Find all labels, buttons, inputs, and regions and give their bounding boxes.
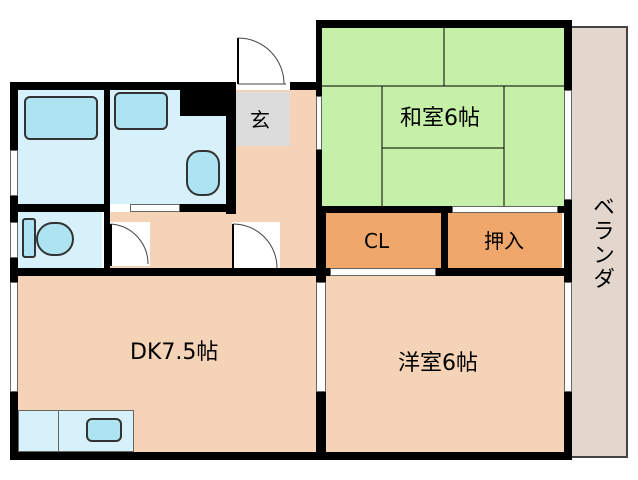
window-right-2: [564, 282, 572, 392]
washitsu-label: 和室6帖: [400, 106, 480, 131]
closet-label: CL: [364, 229, 390, 253]
oshiire-label: 押入: [484, 229, 524, 253]
washer-icon: [114, 92, 168, 130]
wall-washitsu-bottom: [316, 206, 568, 213]
wall-right: [564, 20, 572, 460]
youshitsu-label: 洋室6帖: [398, 351, 478, 376]
genkan: [236, 92, 290, 146]
window-left-3: [10, 282, 18, 392]
tatami-lines: [322, 28, 564, 208]
counter-divider: [58, 410, 59, 452]
toilet-icon: [36, 222, 74, 256]
wall-top-left: [10, 82, 236, 90]
dk-label: DK7.5帖: [130, 340, 219, 365]
wall-cl-div: [441, 210, 448, 272]
wall-mid-horizontal: [10, 268, 572, 276]
window-left-2: [10, 222, 18, 258]
wall-bath-div: [104, 82, 110, 268]
wall-bath-bottom: [10, 204, 110, 212]
toilet-door-icon: [110, 222, 150, 266]
wall-dark-block: [180, 88, 236, 116]
kitchen-sink-icon: [86, 418, 122, 442]
window-mid-1: [316, 96, 322, 150]
wall-top-right: [316, 20, 572, 28]
toilet-tank-icon: [22, 218, 36, 258]
window-left-1: [10, 150, 18, 196]
washbasin-icon: [186, 150, 220, 196]
wall-washitsu-left-low: [316, 150, 322, 220]
sliding-door-oshiire: [452, 206, 558, 213]
dk-door-icon: [232, 222, 280, 268]
entrance-door-icon: [236, 36, 290, 86]
youshitsu-room: [326, 276, 564, 452]
window-right-1: [564, 90, 572, 200]
bathtub-icon: [24, 96, 98, 140]
wall-bottom: [10, 452, 572, 460]
veranda-label: ベランダ: [589, 195, 614, 291]
sliding-door-cl: [330, 268, 436, 276]
wall-top-mid: [290, 82, 322, 90]
wall-wash-bottom: [180, 204, 236, 212]
washitsu-room: [322, 28, 564, 208]
oshiire-room: [448, 213, 562, 268]
sliding-door-wash: [130, 204, 180, 212]
wall-wash-right: [226, 90, 236, 214]
window-mid-2: [316, 282, 326, 392]
wall-washitsu-left: [316, 20, 322, 96]
closet-room: [326, 213, 441, 268]
genkan-label: 玄: [250, 108, 270, 132]
